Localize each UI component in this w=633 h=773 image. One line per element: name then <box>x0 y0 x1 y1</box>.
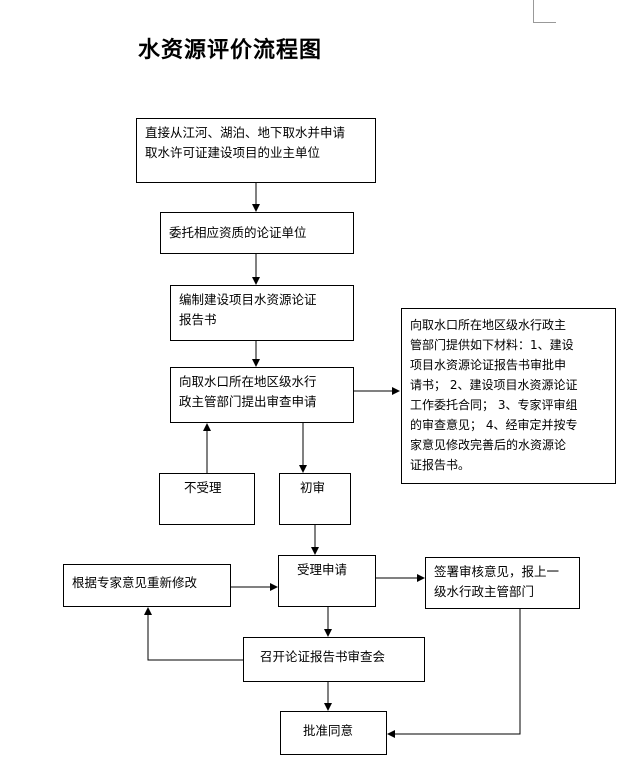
arrow-sign-opinion-to-approve <box>387 609 521 738</box>
node-accept: 受理申请 <box>278 555 376 607</box>
node-reject: 不受理 <box>159 473 255 525</box>
node-applicant: 直接从江河、湖泊、地下取水并申请 取水许可证建设项目的业主单位 <box>136 118 376 183</box>
node-entrust: 委托相应资质的论证单位 <box>160 212 354 254</box>
node-sign-opinion: 签署审核意见，报上一 级水行政主管部门 <box>425 557 580 609</box>
page-title: 水资源评价流程图 <box>138 38 323 63</box>
node-submit-application: 向取水口所在地区级水行 政主管部门提出审查申请 <box>170 367 354 423</box>
node-compile: 编制建设项目水资源论证 报告书 <box>170 285 354 341</box>
arrow-meeting-to-revise <box>144 607 243 661</box>
node-revise: 根据专家意见重新修改 <box>63 564 231 607</box>
node-initial-review: 初审 <box>279 473 351 525</box>
page-corner-mark <box>533 0 556 23</box>
node-approve: 批准同意 <box>280 711 387 755</box>
node-materials: 向取水口所在地区级水行政主 管部门提供如下材料：1、建设 项目水资源论证报告书审… <box>401 308 616 484</box>
node-meeting: 召开论证报告书审查会 <box>243 637 425 682</box>
